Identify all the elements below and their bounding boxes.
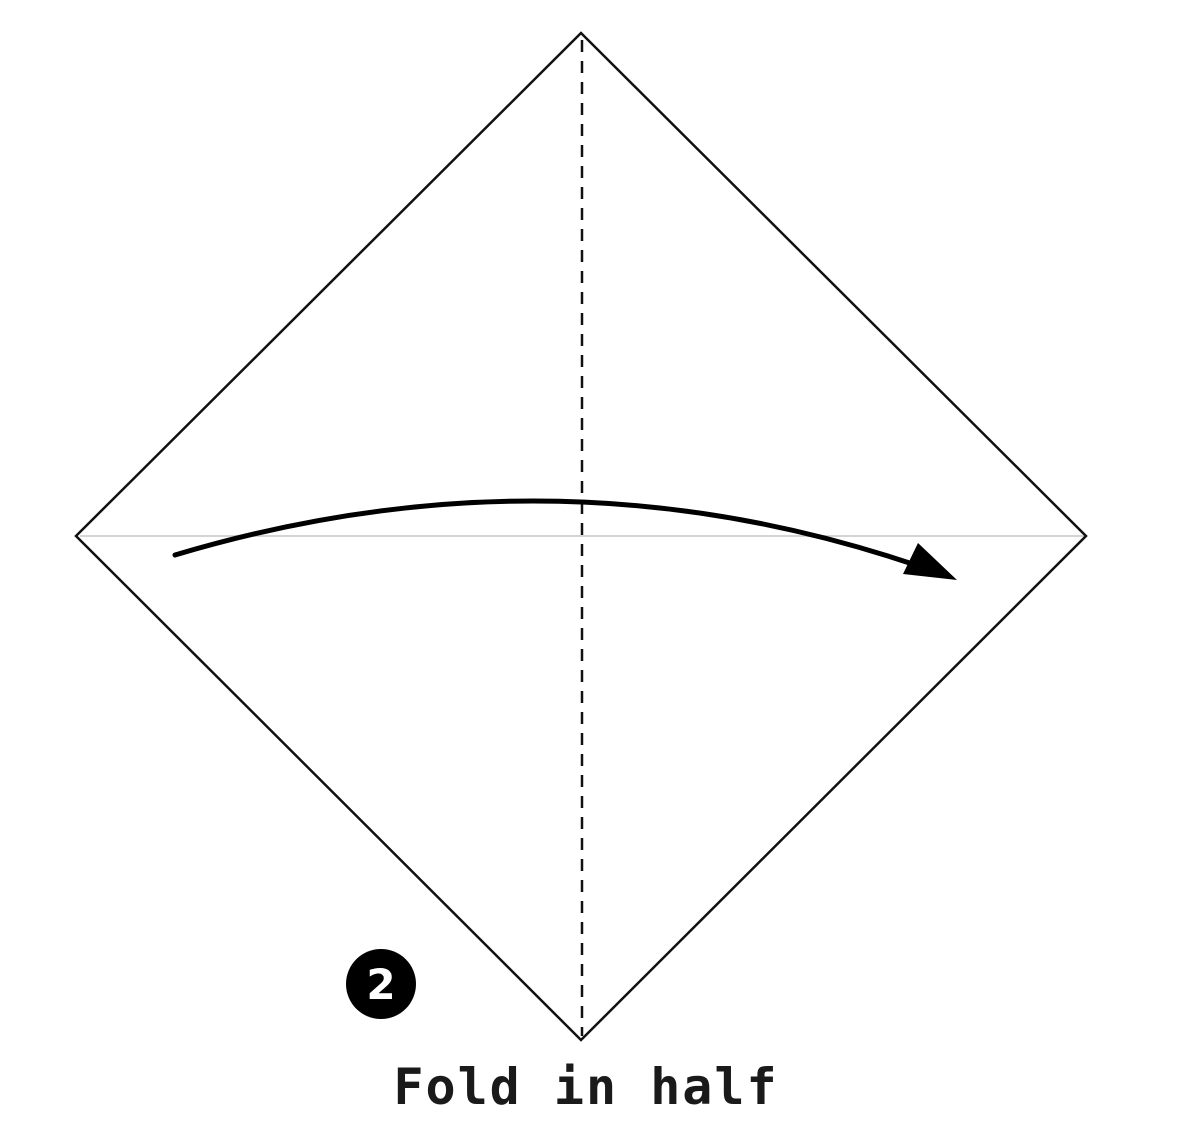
step-number-badge: 2 [346,949,416,1019]
paper-square [74,31,1088,1042]
curved-arrow-right-icon [172,498,957,580]
step-number: 2 [366,960,395,1009]
step-instruction: Fold in half [393,1058,778,1116]
